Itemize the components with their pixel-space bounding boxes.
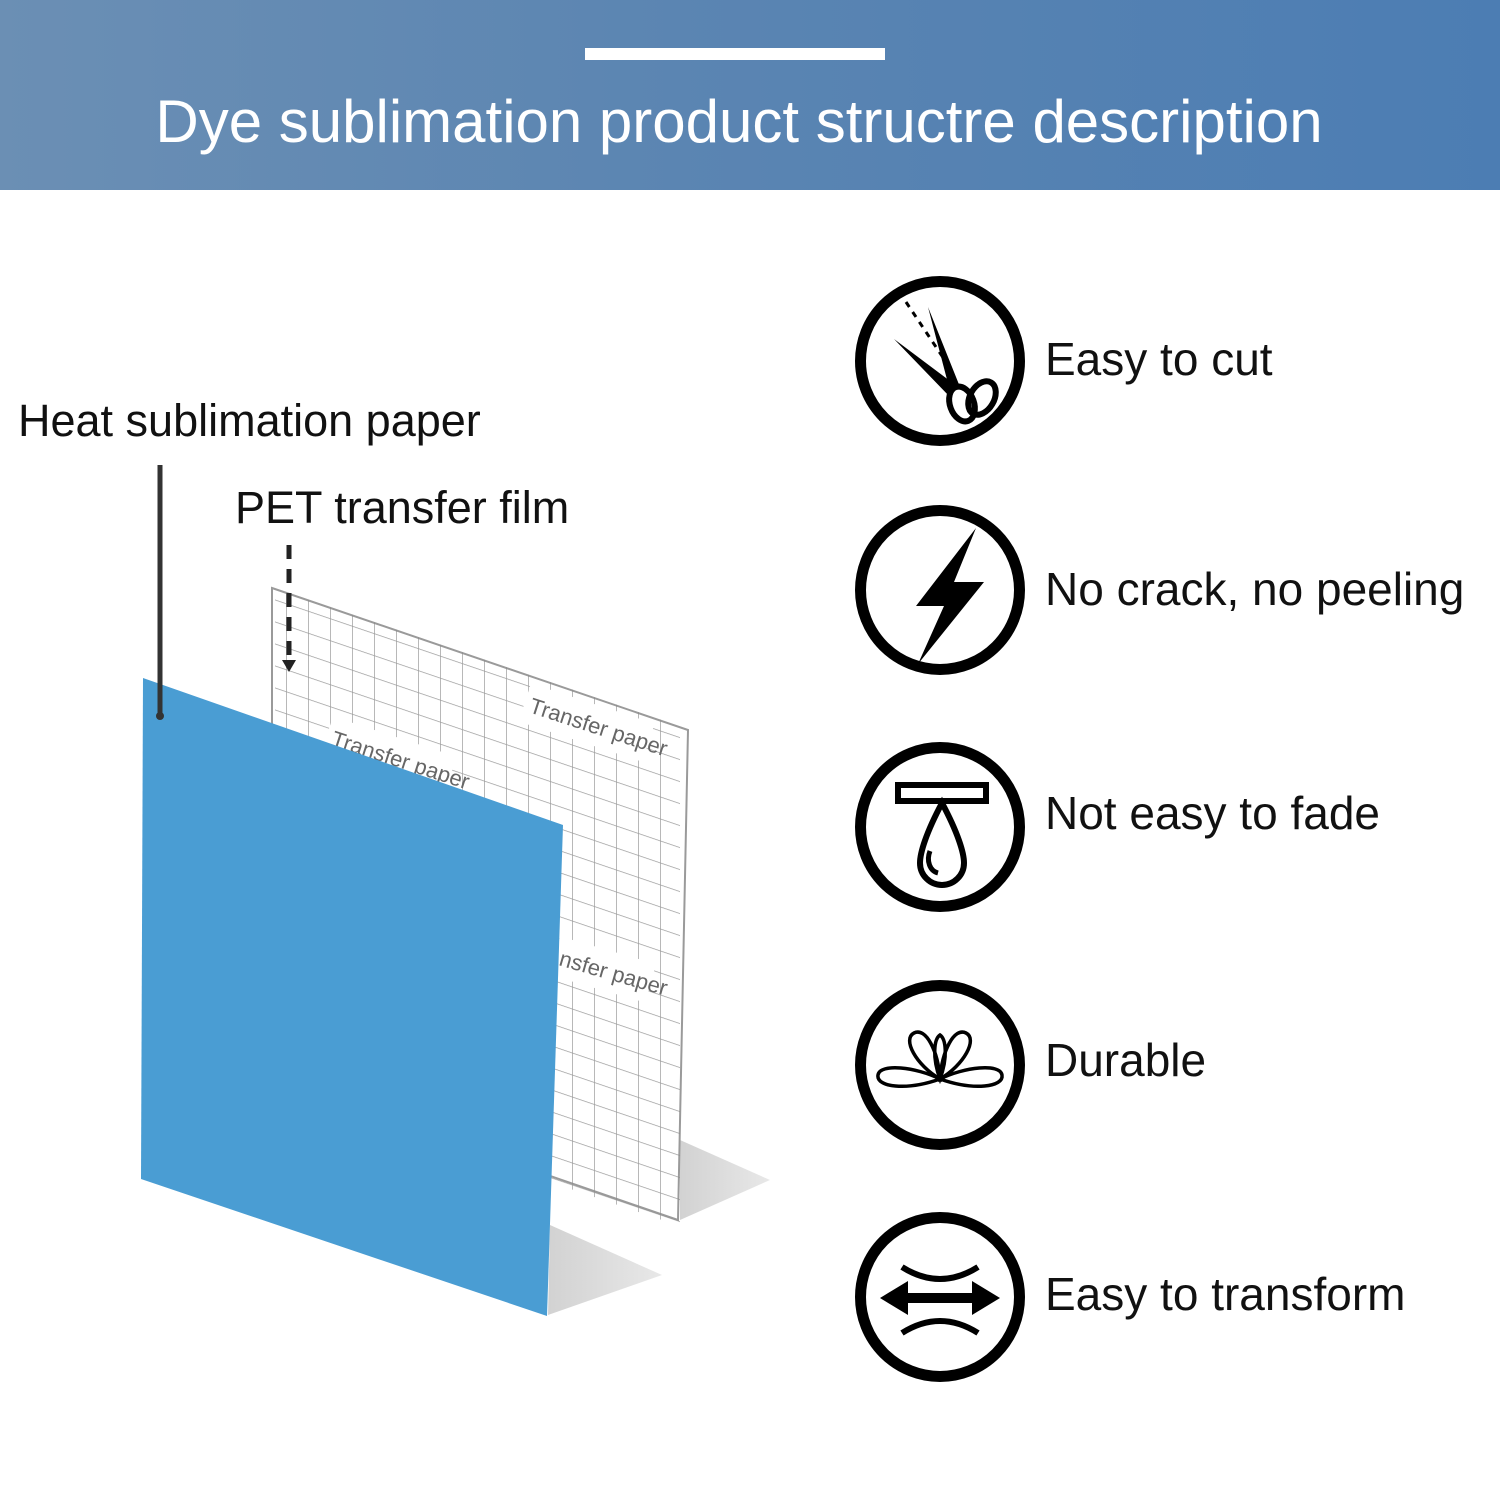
feature-label: Easy to cut: [1045, 333, 1273, 385]
heat-sublimation-paper: [141, 678, 563, 1316]
feature-no-crack: No crack, no peeling: [855, 505, 1495, 677]
layer-diagram: Transfer paper Transfer paper nsfer pape…: [141, 465, 770, 1316]
feature-label: No crack, no peeling: [1045, 563, 1465, 615]
feature-label: Durable: [1045, 1034, 1207, 1086]
pet-pointer-arrowhead: [282, 660, 296, 672]
ink-drop-icon: [855, 742, 1025, 912]
feature-label: Easy to transform: [1045, 1268, 1406, 1320]
paper-shadow: [548, 1225, 662, 1315]
feature-easy-to-cut: Easy to cut: [855, 276, 1495, 448]
pet-transfer-film-label: PET transfer film: [235, 482, 570, 533]
flower-petals-icon: [855, 980, 1025, 1150]
page-title: Dye sublimation product structre descrip…: [155, 88, 1323, 155]
lightning-icon: [855, 505, 1025, 675]
film-shadow: [680, 1140, 770, 1220]
feature-durable: Durable: [855, 980, 1495, 1152]
scissors-icon: [855, 276, 1025, 446]
feature-not-easy-to-fade: Not easy to fade: [855, 742, 1495, 914]
heat-pointer-dot: [156, 712, 164, 720]
stretch-arrows-icon: [855, 1212, 1025, 1382]
heat-sublimation-paper-label: Heat sublimation paper: [18, 395, 481, 446]
feature-easy-to-transform: Easy to transform: [855, 1212, 1495, 1384]
feature-label: Not easy to fade: [1045, 787, 1380, 839]
header-banner: Dye sublimation product structre descrip…: [0, 0, 1500, 190]
header-accent-bar: [585, 48, 885, 60]
